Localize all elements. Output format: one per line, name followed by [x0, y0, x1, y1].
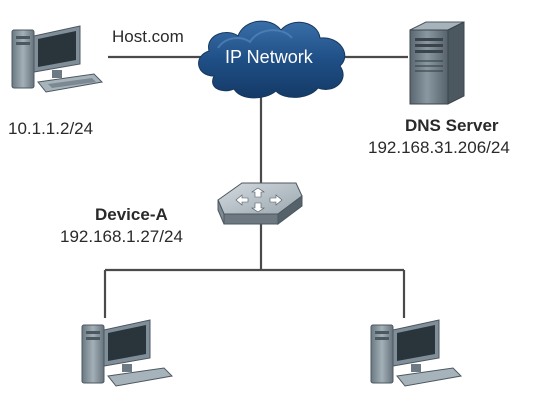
host-ip-label: 10.1.1.2/24 [8, 119, 94, 138]
link-label-host-com: Host.com [112, 27, 184, 46]
dns-server-name-label: DNS Server [405, 116, 499, 135]
connection-lines [103, 55, 408, 318]
ip-network-cloud-icon [198, 20, 346, 99]
client-pc-left-icon [81, 319, 174, 387]
device-a-ip-label: 192.168.1.27/24 [60, 227, 183, 246]
host-pc-icon [11, 25, 104, 93]
dns-server-ip-label: 192.168.31.206/24 [368, 138, 510, 157]
dns-server-icon [409, 21, 465, 105]
device-a-switch-icon [217, 182, 303, 225]
client-pc-right-icon [370, 319, 463, 387]
device-a-name-label: Device-A [95, 205, 168, 224]
cloud-label: IP Network [225, 47, 313, 67]
